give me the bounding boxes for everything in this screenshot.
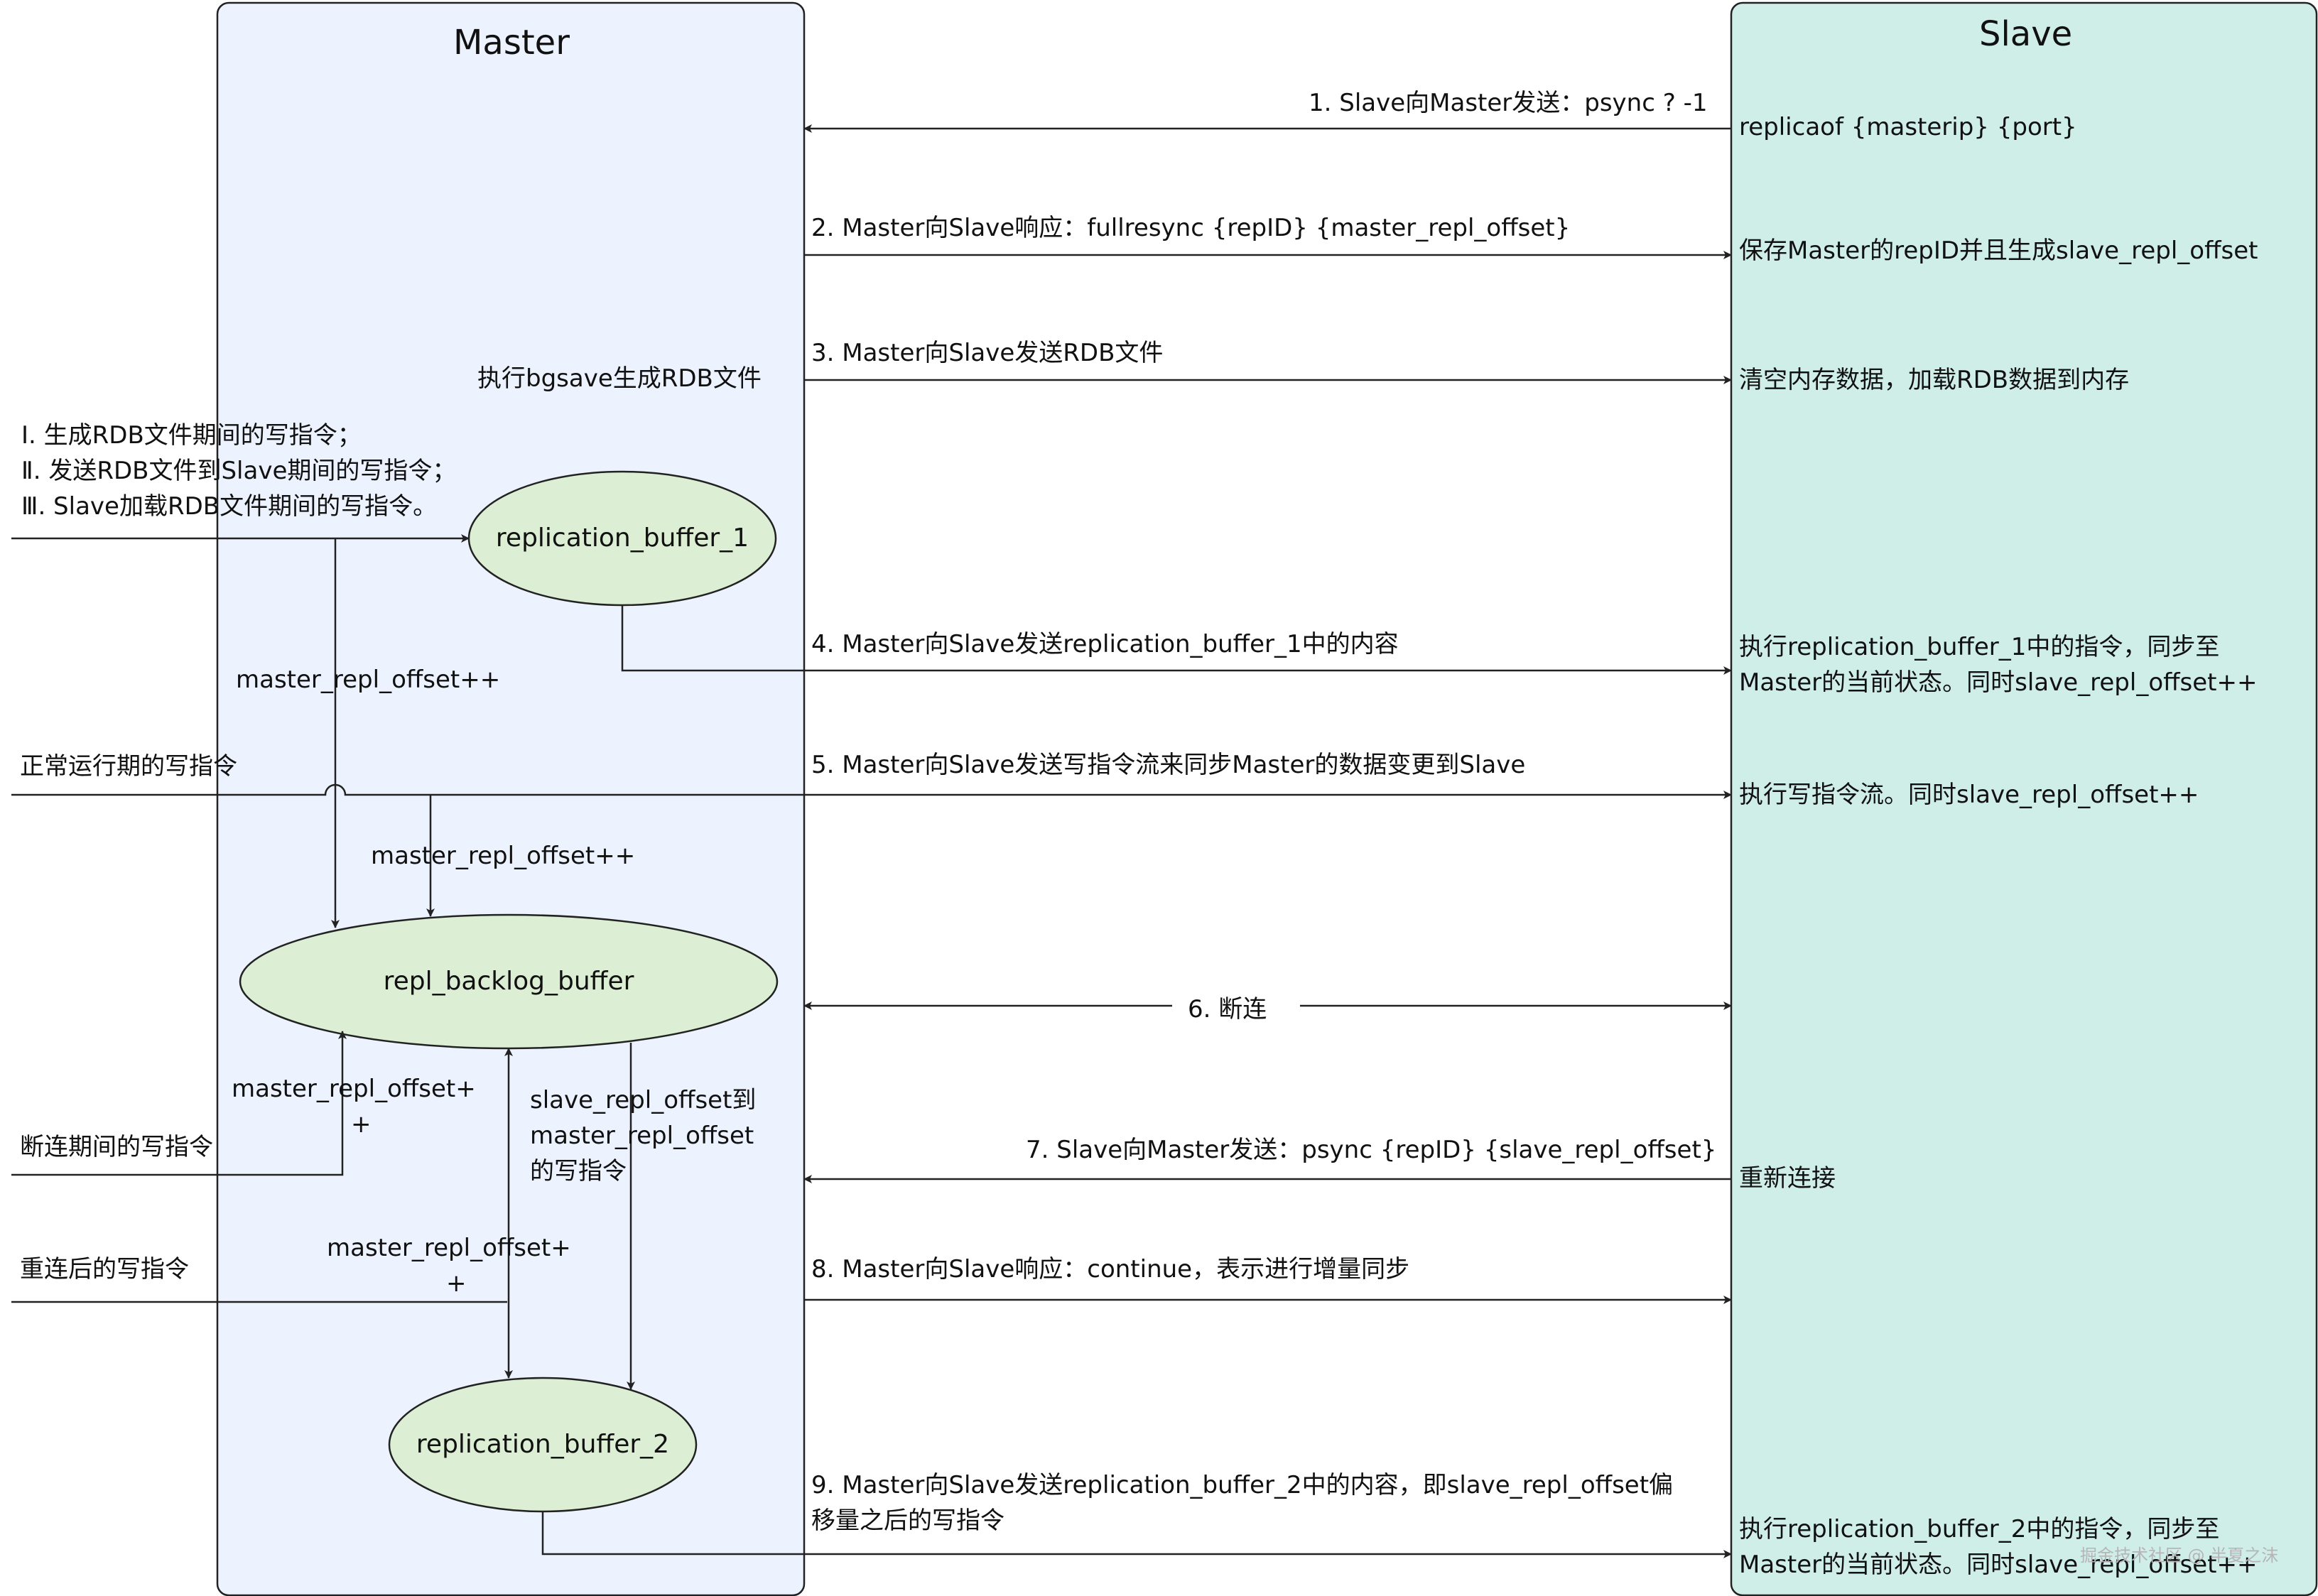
slave-replicaof-label: replicaof {masterip} {port} [1739,113,2077,141]
offset-increment-label-b: master_repl_offset++ [371,842,636,870]
step1-label: 1. Slave向Master发送：psync ? -1 [1309,89,1708,117]
replication-buffer-1-label: replication_buffer_1 [495,523,749,553]
offset-range-label: slave_repl_offset到 master_repl_offset 的写… [530,1086,757,1185]
rdb-writes-label: Ⅰ. 生成RDB文件期间的写指令； Ⅱ. 发送RDB文件到Slave期间的写指令… [21,421,457,521]
normal-writes-label: 正常运行期的写指令 [20,752,237,781]
offset-increment-label-d: master_repl_offset+ + [327,1234,571,1298]
disconnect-writes-arrow [11,1031,347,1176]
disconnect-writes-label: 断连期间的写指令 [20,1133,213,1161]
step3-label: 3. Master向Slave发送RDB文件 [811,339,1164,367]
step4-label: 4. Master向Slave发送replication_buffer_1中的内… [811,630,1399,658]
replication-buffer-2-label: replication_buffer_2 [416,1430,670,1459]
slave-load-rdb-label: 清空内存数据，加载RDB数据到内存 [1739,366,2130,394]
master-lane [216,1,806,1596]
step9-label: 9. Master向Slave发送replication_buffer_2中的内… [811,1471,1674,1535]
step8-label: 8. Master向Slave响应：continue，表示进行增量同步 [811,1255,1410,1283]
slave-exec-stream-label: 执行写指令流。同时slave_repl_offset++ [1739,781,2199,809]
offset-increment-label-a: master_repl_offset++ [236,666,501,694]
step2-label: 2. Master向Slave响应：fullresync {repID} {ma… [811,214,1571,242]
step7-label: 7. Slave向Master发送：psync {repID} {slave_r… [1026,1136,1717,1164]
offset-increment-label-c: master_repl_offset+ + [232,1075,476,1139]
step5-label: 5. Master向Slave发送写指令流来同步Master的数据变更到Slav… [811,751,1526,779]
repl-backlog-buffer-label: repl_backlog_buffer [383,967,634,996]
slave-save-repid-label: 保存Master的repID并且生成slave_repl_offset [1739,237,2258,265]
step6-label: 6. 断连 [1188,995,1267,1024]
step9-arrow [541,1511,1732,1558]
bgsave-label: 执行bgsave生成RDB文件 [477,364,762,393]
reconnect-writes-label: 重连后的写指令 [20,1255,189,1283]
step4-arrow [621,605,1732,675]
slave-exec-buffer1-label: 执行replication_buffer_1中的指令，同步至 Master的当前… [1739,633,2258,697]
slave-title: Slave [1979,14,2073,54]
slave-reconnect-label: 重新连接 [1739,1164,1836,1193]
watermark: 掘金技术社区 @ 半夏之沫 [2080,1546,2279,1565]
master-title: Master [453,23,570,63]
slave-lane [1730,1,2318,1596]
normal-writes-arrow [11,783,804,796]
slave-exec-buffer2-label: 执行replication_buffer_2中的指令，同步至 Master的当前… [1739,1515,2258,1579]
